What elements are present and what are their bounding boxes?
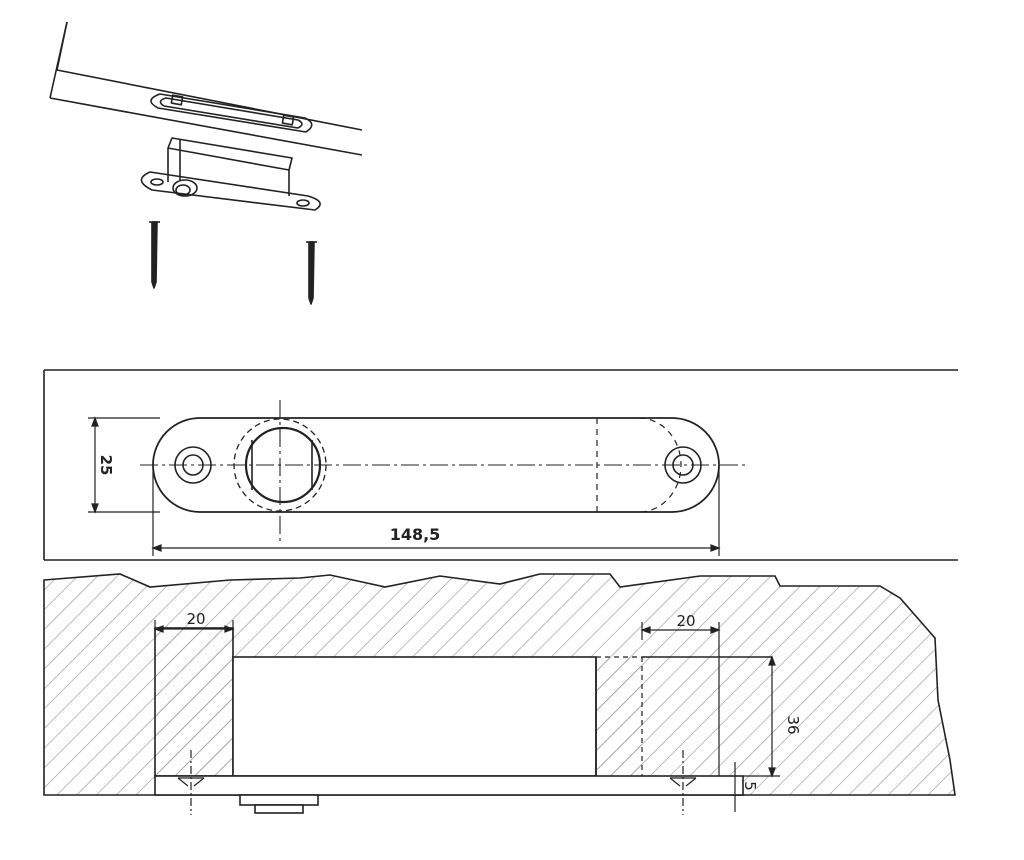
recessed-strike-plate (150, 93, 313, 133)
plan-view: 25 148,5 (43, 369, 958, 561)
latch-body (140, 137, 321, 211)
screw-right (306, 241, 317, 305)
dimension-plate-thickness (729, 762, 745, 812)
dimension-mortise-depth (743, 655, 780, 778)
mortise-cavity (154, 627, 642, 777)
centerlines (140, 400, 745, 545)
dimension-label-left-offset: 20 (186, 610, 205, 628)
mortise-dashed-edge (596, 656, 643, 776)
dimension-label-mortise-depth: 36 (784, 715, 802, 734)
countersink-left (177, 750, 205, 815)
plan-view-frame (43, 369, 958, 561)
countersink-right (669, 750, 697, 815)
dimension-plate-width (88, 416, 160, 514)
latch-protrusion (239, 794, 319, 814)
door-edge (49, 21, 363, 156)
plate-section (154, 775, 744, 796)
dimension-label-plate-width: 25 (97, 455, 115, 476)
dimension-label-plate-thickness: 5 (741, 781, 759, 791)
isometric-assembly-view (49, 21, 363, 305)
screw-left (149, 221, 160, 289)
section-view: 20 20 36 5 (43, 573, 956, 815)
dimension-plate-length (151, 470, 721, 556)
dimension-right-offset (640, 622, 721, 776)
dimension-left-offset (153, 620, 235, 640)
dimension-label-plate-length: 148,5 (390, 525, 441, 544)
dimension-label-right-offset: 20 (676, 612, 695, 630)
